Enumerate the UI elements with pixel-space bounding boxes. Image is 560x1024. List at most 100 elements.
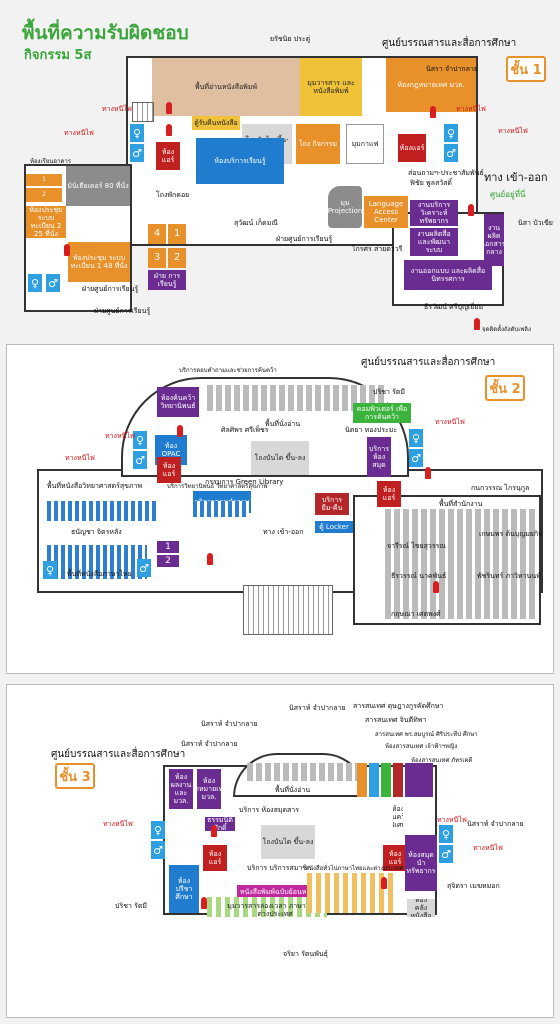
label-person-9: พัชรินทร์ ภาวิทานนท์ <box>477 572 541 580</box>
room-b[interactable]: ห้อง จดหมายเหตุ มวล. <box>197 769 221 809</box>
study-room-3[interactable]: 3 <box>148 248 166 268</box>
restroom-icon: ♂ <box>444 144 458 162</box>
label-science-books: พื้นที่หนังสือวิทยาศาสตร์สุขภาพ <box>47 482 143 490</box>
restroom-icon: ♀ <box>28 274 42 292</box>
label-person-2: นิสราห์ จำปากลาย <box>201 720 258 728</box>
book-return-box[interactable]: ตู้รับคืนหนังสือ <box>192 116 240 130</box>
room-mini-theater[interactable]: มินิเธียเตอร์ 80 ที่นั่ง <box>66 166 130 206</box>
room-service-3[interactable]: งานผลิตสื่อ และพัฒนาระบบ <box>410 228 458 256</box>
fire-extinguisher-icon <box>474 318 480 330</box>
room-meeting-3[interactable]: 1 <box>26 174 62 186</box>
room-law-library[interactable]: ห้องกฎหมายเทศ มวล. <box>386 58 476 112</box>
label-reading-area: พื้นที่นั่งอ่าน <box>265 420 301 428</box>
room-service-2[interactable]: งานผลิต เอกสาร กลาง <box>484 214 504 266</box>
study-room-2[interactable]: 2 <box>168 248 186 268</box>
room-learning-dept[interactable]: ฝ่าย การเรียนรู้ <box>148 270 186 290</box>
room-ac-2[interactable]: ห้องแอร์ <box>156 142 180 170</box>
label-person-5: ฟิชัย พูลสวัสดิ์ <box>410 179 452 187</box>
label-team-4: ห้องสารสนเทศ เจ้าฟ้าฯหญิง <box>385 743 458 750</box>
label-person-2: สุวัฒน์ เก็ดมณี <box>234 219 278 227</box>
room-meeting-1[interactable]: ห้องประชุม ระบบทะเบียน 1 48 ที่นั่ง <box>68 242 130 282</box>
room-ac-2[interactable]: ห้อง แอร์ <box>203 845 227 871</box>
room-library-counter[interactable]: บริการ ห้องสมุด <box>367 437 391 477</box>
label-service-note: บริการวิทยานิพนธ์ วิทยาศาสตร์สุขภาพ <box>167 483 268 490</box>
study-room-4[interactable]: 4 <box>148 224 166 244</box>
restroom-icon: ♂ <box>137 559 151 577</box>
stairs-icon <box>243 585 333 635</box>
label-fire-exit-3: ทางหนีไฟ <box>473 844 503 852</box>
room-collection[interactable]: ห้องสมุด นำ ทรัพยากร <box>405 835 437 891</box>
team-stripe-5 <box>405 763 433 797</box>
label-person-4: ธีรวัฒน์ ศรีบุญเยี่ยม <box>424 303 484 311</box>
room-special[interactable]: ห้องค้นคว้า พิเศษ <box>393 805 403 829</box>
room-ac-1[interactable]: ห้อง แอร์ <box>383 845 407 871</box>
label-lobby: โถงพักคอย <box>156 191 190 199</box>
room-service-4[interactable]: งานออกแบบ และผลิตสื่อนิทรรศการ <box>404 260 492 290</box>
room-journals[interactable]: มุมวารสาร และหนังสือพิมพ์ <box>300 58 362 116</box>
label-fire-exit-3: ทางหนีไฟ <box>435 418 465 426</box>
room-ac-2[interactable]: ห้อง แอร์ <box>377 481 401 507</box>
room-computer[interactable]: คอมพิวเตอร์ เพื่อการค้นคว้า <box>353 403 411 423</box>
floor-2-badge: ชั้น 2 <box>485 375 525 401</box>
label-dept-1: ฝ่ายศูนย์การเรียนรู้ <box>276 235 333 243</box>
room-2[interactable]: 2 <box>157 555 179 567</box>
label-person-3: นิสราห์ จำปากลาย <box>181 740 238 748</box>
room-projection[interactable]: มุม Projection <box>328 186 362 228</box>
label-green-library: กรรมการ Green Library <box>205 478 284 486</box>
label-person-7: จารีรณ์ ไชยสุวรรณ <box>387 542 446 550</box>
label-person-5: กนกวรรณ ไกรนุกูล <box>471 484 530 492</box>
room-ac-1[interactable]: ห้อง แอร์ <box>157 457 181 483</box>
room-reading-newspaper[interactable]: พื้นที่อ่านหนังสือพิมพ์ <box>152 58 300 116</box>
room-multi[interactable]: ห้อง คลัง หนังสือ <box>407 899 435 917</box>
room-ac-1[interactable]: ห้องแอร์ <box>398 134 426 162</box>
label-team-3: สารสนเทศ พร.สมบูรณ์ ศิริประทีป ศึกษา <box>375 731 478 738</box>
fire-extinguisher-icon <box>468 204 474 216</box>
floor-2-panel: ศูนย์บรรณสารและสื่อการศึกษา ชั้น 2 พื้นท… <box>6 344 554 674</box>
room-stairs[interactable]: โถงบันได ขึ้น-ลง <box>261 825 315 859</box>
shelves-science <box>47 501 157 521</box>
room-learning[interactable]: ห้องบริการเรียนรู้ <box>196 138 284 184</box>
room-1[interactable]: 1 <box>157 541 179 553</box>
office-desks <box>385 509 535 619</box>
label-fire-exit-4: ทางหนีไฟ <box>498 127 528 135</box>
room-stairs[interactable]: โถงบันได ขึ้น-ลง <box>251 441 309 475</box>
restroom-icon: ♂ <box>151 841 165 859</box>
room-research[interactable]: ห้อง ปรีชา ศึกษา <box>169 865 199 913</box>
label-person-1: ศิลศิพร ศรีเพ็ชร <box>221 426 269 434</box>
label-person-8: ธีรวรรณ์ นาคพันธ์ <box>391 572 447 580</box>
room-language-center[interactable]: Language Access Center <box>364 196 408 228</box>
room-service-1[interactable]: งานบริการ วิเคราะห์ทรัพยากร <box>410 200 458 226</box>
label-legend: จุดติดตั้งถังดับเพลิง <box>482 326 531 332</box>
shelves-center <box>193 501 249 517</box>
floor-3-panel: ศูนย์บรรณสารและสื่อการศึกษา ชั้น 3 พื้นท… <box>6 684 554 1018</box>
room-new-books[interactable]: หนังสือพิมพ์ฉบับย้อนหลัง <box>237 885 317 899</box>
room-group-study[interactable]: ห้องค้นคว้า วิทยานิพนธ์ <box>157 387 199 417</box>
room-locker[interactable]: ตู้ Locker <box>315 521 353 533</box>
room-a[interactable]: ห้อง ผลงานและ มวล. <box>169 769 193 809</box>
shelves-journal <box>207 897 327 917</box>
label-person-10: กฤษณา เศตพงศ์ <box>391 610 441 618</box>
fire-extinguisher-icon <box>166 124 172 136</box>
room-journal-corner[interactable]: มุมวารสารล่องเวลา ภาษาไทย - ต่างประเทศ <box>227 903 323 917</box>
restroom-icon: ♂ <box>130 144 144 162</box>
label-assembly: ศูนย์อยู่ที่นี่ <box>490 190 526 199</box>
fire-extinguisher-icon <box>166 102 172 114</box>
label-fire-exit-2: ทางหนีไฟ <box>64 129 94 137</box>
shelves-thai <box>47 545 147 579</box>
room-admin[interactable]: ธรรมนิติศักดิ์ <box>205 817 235 831</box>
room-activity-hall[interactable]: โถง กิจกรรม <box>296 124 340 164</box>
fire-extinguisher-icon <box>211 825 217 837</box>
room-help-desk[interactable]: บริการ ยืม-คืน <box>315 493 349 515</box>
fire-extinguisher-icon <box>64 244 70 256</box>
fire-extinguisher-icon <box>201 897 207 909</box>
label-person-6: เกษมพร ต้นบุญมยกิจ <box>479 530 543 538</box>
restroom-icon: ♀ <box>444 124 458 142</box>
study-room-1[interactable]: 1 <box>168 224 186 244</box>
room-meeting-2[interactable]: ห้องประชุม ระบบทะเบียน 2 25 ที่นั่ง <box>26 206 66 238</box>
room-meeting-4[interactable]: 2 <box>26 188 62 202</box>
label-service-top: บริการ ห้องสมุดสาร <box>239 806 299 814</box>
floor-1-badge: ชั้น 1 <box>506 56 546 82</box>
label-person-6-b: นิสราห์ จำปากลาย <box>467 820 524 828</box>
coffee-corner[interactable]: มุมกาแฟ <box>346 124 384 164</box>
restroom-icon: ♀ <box>130 124 144 142</box>
